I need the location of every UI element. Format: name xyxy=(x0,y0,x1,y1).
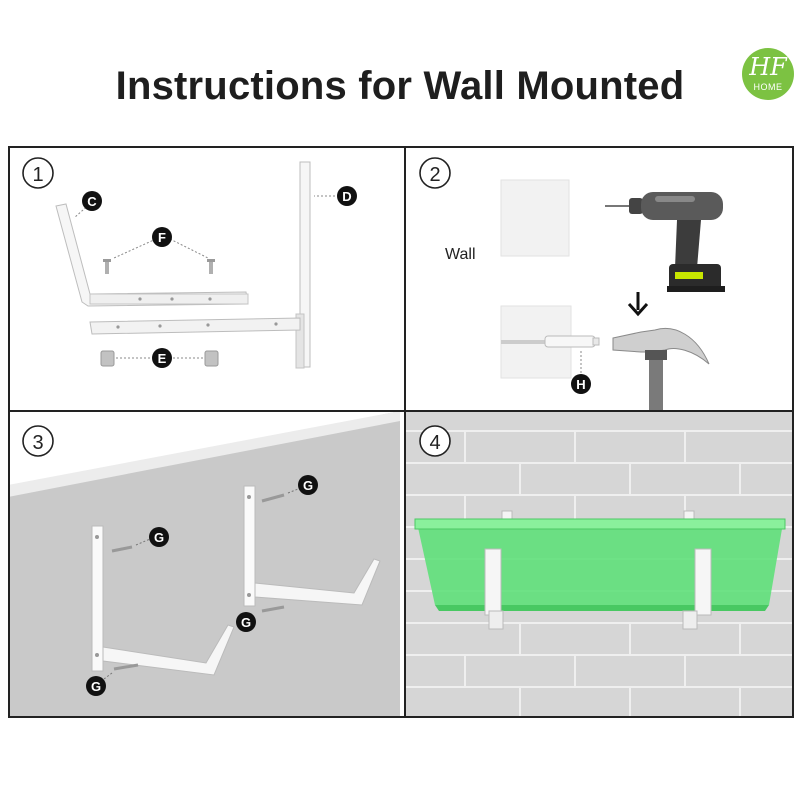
svg-text:G: G xyxy=(154,530,164,545)
step-number-circle xyxy=(22,157,54,189)
label-g: G xyxy=(86,676,106,696)
screw-f-left xyxy=(103,259,111,274)
logo-text: HF xyxy=(749,53,787,81)
step-number: 2 xyxy=(429,164,440,186)
svg-text:D: D xyxy=(342,189,351,204)
step-number-circle xyxy=(419,425,451,457)
drill-icon xyxy=(605,192,725,292)
step-number: 1 xyxy=(32,164,43,186)
svg-text:G: G xyxy=(241,615,251,630)
step-4-panel: 4 xyxy=(405,411,794,718)
wall-anchor xyxy=(544,335,600,348)
logo-subtext: HOME xyxy=(753,82,783,92)
hammer-icon xyxy=(612,328,710,411)
step-number-circle xyxy=(22,425,54,457)
step-3-panel: 3 G G G G xyxy=(8,411,405,718)
step-1-panel: 1 C D F E xyxy=(8,146,405,411)
svg-text:C: C xyxy=(87,194,97,209)
bracket-front-right xyxy=(694,548,712,616)
label-e: E xyxy=(152,348,172,368)
brand-logo: HF HOME xyxy=(742,48,794,100)
label-h: H xyxy=(571,374,591,394)
nut-e-right xyxy=(204,350,219,367)
label-g: G xyxy=(298,475,318,495)
svg-text:G: G xyxy=(303,478,313,493)
svg-text:G: G xyxy=(91,679,101,694)
label-g: G xyxy=(149,527,169,547)
step-number: 4 xyxy=(429,432,440,454)
grid-divider-vertical xyxy=(404,146,406,718)
bracket-right xyxy=(243,485,381,607)
svg-text:H: H xyxy=(576,377,585,392)
label-d: D xyxy=(337,186,357,206)
screw-f-right xyxy=(207,259,215,274)
label-f: F xyxy=(152,227,172,247)
grid-divider-horizontal xyxy=(8,410,794,412)
step-number-circle xyxy=(419,157,451,189)
bracket-d xyxy=(89,161,311,369)
svg-text:F: F xyxy=(158,230,166,245)
planter-box xyxy=(414,518,786,611)
down-arrow-icon xyxy=(627,292,649,317)
wall-sample xyxy=(500,179,570,257)
bracket-c xyxy=(55,203,249,307)
wall-label: Wall xyxy=(445,246,476,263)
page-title: Instructions for Wall Mounted xyxy=(115,64,685,108)
step-number: 3 xyxy=(32,432,43,454)
panel-grid-border xyxy=(8,146,794,718)
nut-e-left xyxy=(100,350,115,367)
bracket-left xyxy=(91,525,235,676)
label-g: G xyxy=(236,612,256,632)
svg-text:E: E xyxy=(158,351,167,366)
label-c: C xyxy=(82,191,102,211)
wall-top xyxy=(8,411,400,497)
step-2-panel: 2 Wall H xyxy=(405,146,794,411)
